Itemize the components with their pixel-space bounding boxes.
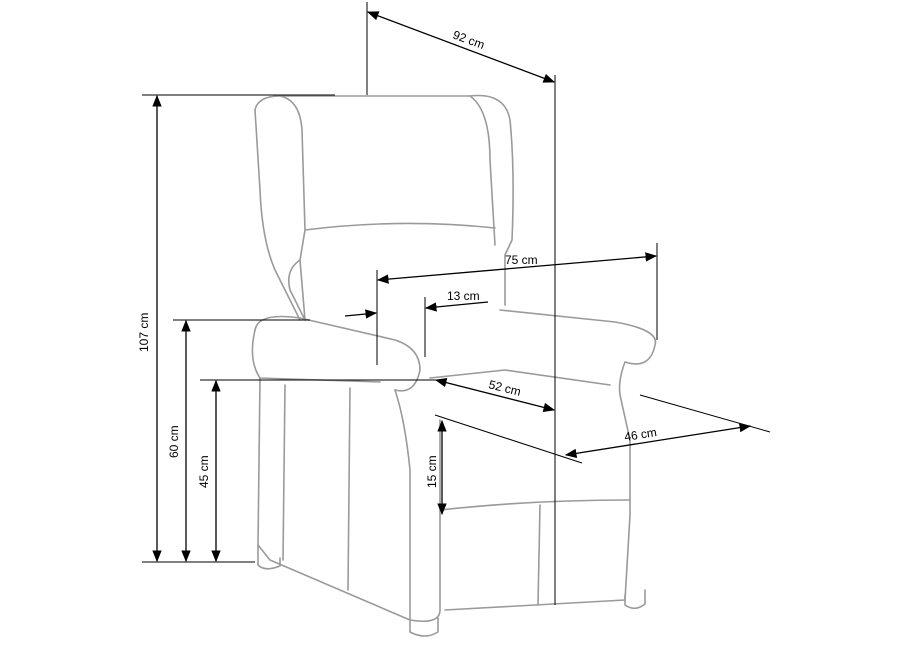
dimension-seat-thickness: 15 cm: [425, 419, 447, 516]
dimension-armrest-height: 60 cm: [167, 319, 310, 563]
label-armrest-height: 60 cm: [167, 425, 181, 458]
label-armrest-width: 13 cm: [447, 289, 480, 303]
armchair-outline: [251, 94, 657, 637]
dimension-seat-width: 52 cm: [434, 377, 556, 412]
dimension-armrest-width: 13 cm: [344, 289, 489, 357]
dimension-seat-depth: 46 cm: [434, 394, 771, 464]
label-seat-thickness: 15 cm: [425, 455, 439, 488]
dimension-overall-depth: 92 cm: [366, 2, 556, 605]
label-seat-width: 52 cm: [487, 377, 522, 398]
dimension-overall-width: 75 cm: [376, 243, 658, 365]
label-overall-depth: 92 cm: [451, 28, 487, 52]
label-seat-depth: 46 cm: [623, 425, 657, 444]
label-overall-width: 75 cm: [505, 253, 538, 267]
dimension-overall-height: 107 cm: [137, 94, 335, 563]
dimension-seat-height: 45 cm: [197, 379, 440, 563]
label-seat-height: 45 cm: [197, 455, 211, 488]
label-overall-height: 107 cm: [137, 313, 151, 352]
